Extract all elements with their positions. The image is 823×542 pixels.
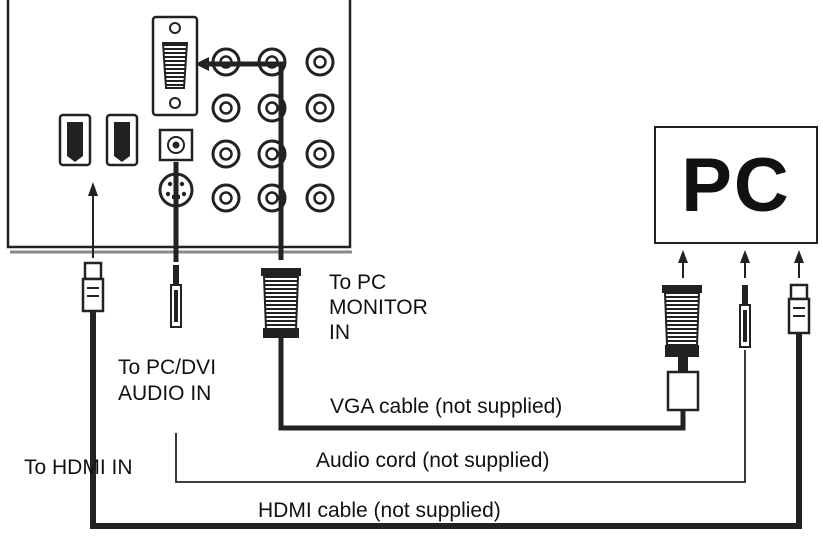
vga-cable-label: VGA cable (not supplied): [330, 395, 563, 418]
pc-box: [654, 126, 818, 244]
arrow-pc-vga: [678, 250, 688, 278]
hdmi-cable-label: HDMI cable (not supplied): [258, 499, 501, 522]
audio-plug-tv-side: [170, 265, 182, 328]
vga-cable-line: [278, 338, 686, 431]
hdmi-plug-tv-side: [81, 261, 105, 313]
vga-port: [151, 15, 199, 117]
hdmi-cable-line: [90, 311, 802, 529]
to-pc-dvi-audio-in-label-line2: AUDIO IN: [118, 382, 212, 405]
hdmi-port-2: [105, 113, 139, 167]
to-pc-monitor-in-label-line1: To PC: [329, 271, 387, 294]
to-pc-monitor-in-label-line2: MONITOR: [329, 296, 428, 319]
audio-cord-label: Audio cord (not supplied): [316, 449, 550, 472]
audio-plug-pc-side: [739, 285, 751, 348]
vga-plug-pc-side: [662, 285, 702, 412]
pc-label: PC: [681, 142, 791, 228]
arrow-to-hdmi-port: [88, 182, 98, 258]
vga-plug-tv-side: [261, 268, 301, 338]
hdmi-plug-pc-side: [787, 283, 811, 335]
audio-cord-line: [175, 350, 746, 483]
to-hdmi-in-label: To HDMI IN: [24, 456, 133, 479]
arrow-pc-hdmi: [794, 250, 804, 278]
arrow-to-vga-port: [195, 57, 284, 260]
to-pc-monitor-in-label-line3: IN: [329, 321, 350, 344]
audio-jack-port: [158, 128, 194, 162]
to-pc-dvi-audio-in-label-line1: To PC/DVI: [118, 356, 217, 379]
hdmi-port-1: [58, 113, 92, 167]
arrow-pc-audio: [740, 250, 750, 278]
